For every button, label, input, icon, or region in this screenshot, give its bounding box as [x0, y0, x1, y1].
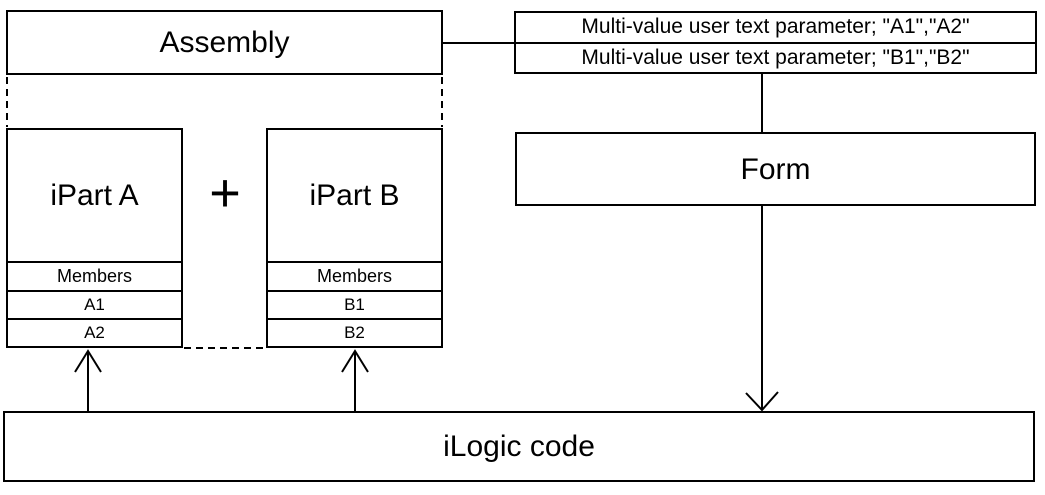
- ipart-a-member-row: A2: [8, 318, 181, 346]
- ipart-b-member-row: B2: [268, 318, 441, 346]
- parameter-row-a: Multi-value user text parameter; "A1","A…: [516, 13, 1035, 44]
- ipart-a-box: iPart A Members A1 A2: [6, 128, 183, 348]
- arrow-ilogic-to-ipart-a: [74, 349, 102, 411]
- form-label: Form: [740, 152, 811, 186]
- ipart-a-title: iPart A: [50, 178, 139, 212]
- ipart-b-title: iPart B: [309, 178, 400, 212]
- parameter-row-b-label: Multi-value user text parameter; "B1","B…: [581, 45, 970, 69]
- assembly-box: Assembly: [6, 10, 443, 75]
- ipart-a-member-row: A1: [8, 290, 181, 318]
- parameter-row-a-label: Multi-value user text parameter; "A1","A…: [581, 15, 970, 39]
- form-box: Form: [515, 132, 1036, 206]
- parameter-stack: Multi-value user text parameter; "A1","A…: [514, 11, 1037, 74]
- assembly-label: Assembly: [159, 26, 290, 59]
- parameter-row-b: Multi-value user text parameter; "B1","B…: [516, 44, 1035, 73]
- ilogic-code-label: iLogic code: [443, 430, 595, 463]
- arrow-form-to-ilogic: [745, 206, 779, 412]
- ipart-a-members-header: Members: [8, 261, 181, 290]
- plus-operator: +: [209, 163, 241, 223]
- arrow-ilogic-to-ipart-b: [341, 349, 369, 411]
- ipart-b-box: iPart B Members B1 B2: [266, 128, 443, 348]
- ipart-b-members-header: Members: [268, 261, 441, 290]
- ipart-b-member-row: B1: [268, 290, 441, 318]
- ilogic-code-box: iLogic code: [3, 411, 1035, 482]
